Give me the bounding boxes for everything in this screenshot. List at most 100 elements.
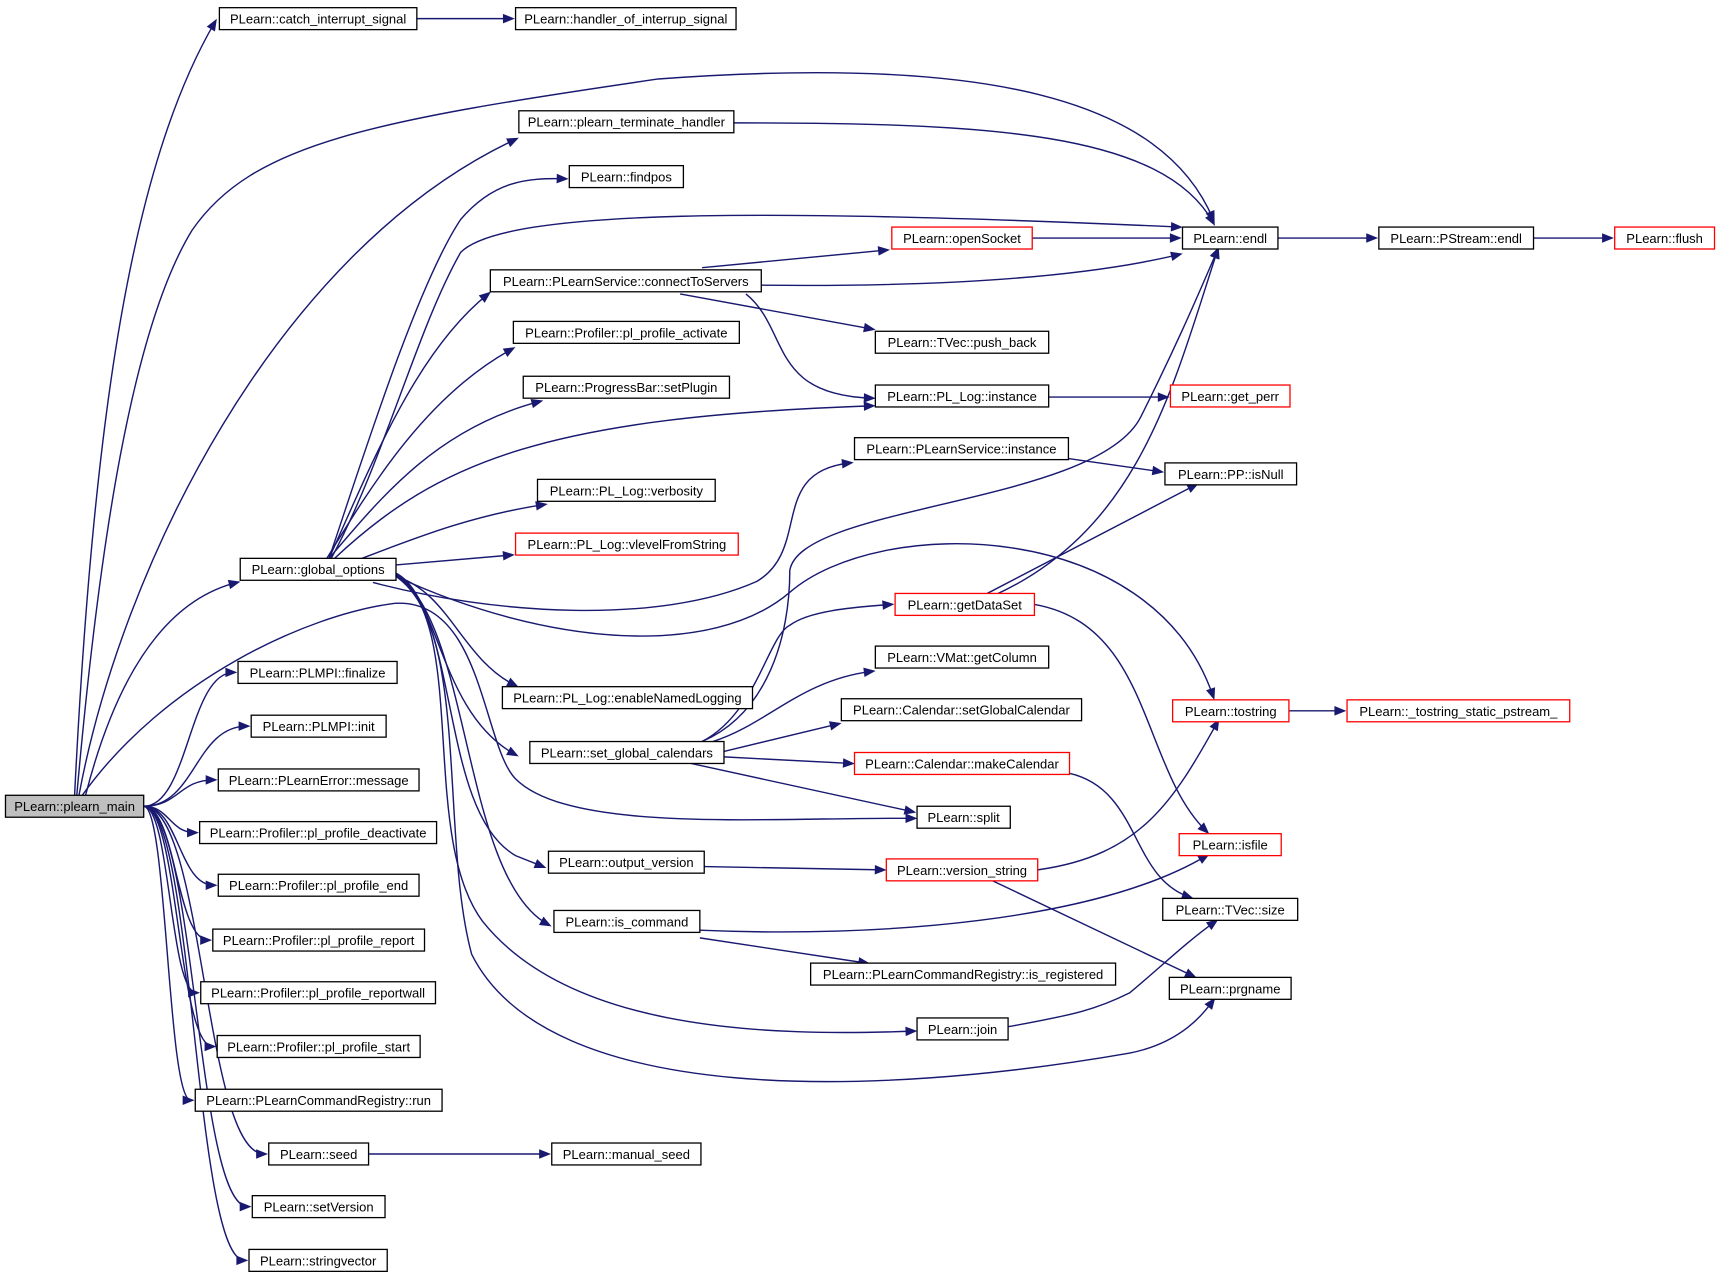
node-opensock[interactable]: PLearn::openSocket (891, 226, 1033, 250)
node-box-handler (514, 7, 737, 31)
node-box-loginst (874, 384, 1050, 408)
node-label-globopt: PLearn::global_options (252, 562, 385, 577)
node-getcolumn[interactable]: PLearn::VMat::getColumn (874, 645, 1050, 669)
node-tostrstat[interactable]: PLearn::_tostring_static_pstream_ (1346, 699, 1571, 723)
edge-setcal-to-setglobcal (723, 723, 839, 753)
node-enablelog[interactable]: PLearn::PL_Log::enableNamedLogging (501, 686, 754, 710)
node-psendl[interactable]: PLearn::PStream::endl (1378, 226, 1535, 250)
edge-verstr-to-prgname (992, 880, 1194, 977)
node-isnull[interactable]: PLearn::PP::isNull (1164, 462, 1298, 486)
node-label-loginst: PLearn::PL_Log::instance (887, 389, 1037, 404)
node-box-connect (489, 269, 762, 293)
node-prgname[interactable]: PLearn::prgname (1168, 976, 1292, 1000)
node-label-profrep: PLearn::Profiler::pl_profile_report (223, 933, 415, 948)
node-label-tostrstat: PLearn::_tostring_static_pstream_ (1359, 704, 1558, 719)
node-globopt[interactable]: PLearn::global_options (239, 557, 397, 581)
node-join[interactable]: PLearn::join (916, 1017, 1009, 1041)
arrowhead-pmain-to-split (905, 813, 918, 824)
node-deact[interactable]: PLearn::Profiler::pl_profile_deactivate (198, 820, 438, 845)
node-profrep[interactable]: PLearn::Profiler::pl_profile_report (212, 928, 426, 952)
node-profact[interactable]: PLearn::Profiler::pl_profile_activate (512, 320, 740, 344)
node-verstr[interactable]: PLearn::version_string (885, 858, 1039, 882)
node-label-prgname: PLearn::prgname (1180, 981, 1280, 996)
node-pushback[interactable]: PLearn::TVec::push_back (874, 330, 1050, 354)
node-box-profact (512, 320, 740, 344)
node-finalize[interactable]: PLearn::PLMPI::finalize (237, 660, 398, 685)
node-split[interactable]: PLearn::split (916, 805, 1011, 829)
node-getperr[interactable]: PLearn::get_perr (1169, 384, 1291, 408)
node-outver[interactable]: PLearn::output_version (547, 850, 705, 874)
node-box-flush (1614, 226, 1716, 250)
node-box-setcal (529, 740, 725, 765)
node-isreg[interactable]: PLearn::PLearnCommandRegistry::is_regist… (809, 962, 1117, 986)
node-setplugin[interactable]: PLearn::ProgressBar::setPlugin (522, 375, 731, 399)
node-loginst[interactable]: PLearn::PL_Log::instance (874, 384, 1050, 408)
node-catch[interactable]: PLearn::catch_interrupt_signal (218, 7, 418, 31)
node-seed[interactable]: PLearn::seed (268, 1142, 370, 1166)
node-isfile[interactable]: PLearn::isfile (1178, 833, 1282, 857)
node-profrepw[interactable]: PLearn::Profiler::pl_profile_reportwall (200, 981, 437, 1005)
node-term[interactable]: PLearn::plearn_terminate_handler (518, 110, 735, 134)
edge-getdataset-to-isfile (1034, 603, 1208, 832)
edge-layer (73, 13, 1614, 1266)
node-tostring[interactable]: PLearn::tostring (1171, 699, 1290, 723)
edge-pmain-to-catch (73, 21, 216, 796)
node-init[interactable]: PLearn::PLMPI::init (250, 714, 387, 738)
node-connect[interactable]: PLearn::PLearnService::connectToServers (489, 269, 762, 293)
node-box-opensock (891, 226, 1033, 250)
node-setglobcal[interactable]: PLearn::Calendar::setGlobalCalendar (840, 698, 1083, 722)
node-label-tostring: PLearn::tostring (1185, 704, 1277, 719)
node-servinst[interactable]: PLearn::PLearnService::instance (853, 437, 1070, 461)
node-message[interactable]: PLearn::PLearnError::message (217, 768, 420, 792)
node-profstart[interactable]: PLearn::Profiler::pl_profile_start (216, 1034, 421, 1059)
node-box-tostrstat (1346, 699, 1571, 723)
node-findpos[interactable]: PLearn::findpos (568, 164, 685, 189)
node-tvsize[interactable]: PLearn::TVec::size (1162, 897, 1299, 921)
arrowhead-opensock-to-endl (1169, 233, 1182, 243)
edge-verstr-to-tostring (1037, 721, 1219, 871)
edge-connect-to-pushback (679, 293, 873, 330)
edge-pmain-to-profend (143, 805, 214, 886)
arrowhead-pmain-to-finalize (225, 667, 238, 678)
node-box-init (250, 714, 387, 738)
node-label-regrun: PLearn::PLearnCommandRegistry::run (206, 1093, 431, 1108)
arrowhead-globopt-to-join (905, 1026, 918, 1037)
node-label-getperr: PLearn::get_perr (1181, 389, 1279, 404)
node-box-getcolumn (874, 645, 1050, 669)
arrowhead-pmain-to-deact (187, 827, 199, 838)
node-vlevel[interactable]: PLearn::PL_Log::vlevelFromString (514, 532, 739, 556)
node-iscmd[interactable]: PLearn::is_command (553, 909, 701, 934)
arrowhead-setcal-to-split (903, 805, 917, 815)
node-regrun[interactable]: PLearn::PLearnCommandRegistry::run (194, 1088, 443, 1112)
node-flush[interactable]: PLearn::flush (1614, 226, 1716, 250)
arrowhead-pmain-to-term (506, 137, 519, 148)
node-setver[interactable]: PLearn::setVersion (251, 1195, 386, 1219)
node-handler[interactable]: PLearn::handler_of_interrup_signal (514, 7, 737, 31)
node-makecal[interactable]: PLearn::Calendar::makeCalendar (853, 751, 1071, 776)
node-profend[interactable]: PLearn::Profiler::pl_profile_end (217, 873, 420, 897)
node-setcal[interactable]: PLearn::set_global_calendars (529, 740, 725, 765)
node-strvec[interactable]: PLearn::stringvector (248, 1248, 388, 1273)
edge-globopt-to-verbosity (361, 503, 545, 560)
arrowhead-setcal-to-getcolumn (863, 667, 876, 678)
node-box-mseed (551, 1142, 702, 1166)
node-label-servinst: PLearn::PLearnService::instance (866, 442, 1056, 457)
node-endl[interactable]: PLearn::endl (1181, 226, 1279, 250)
node-box-enablelog (501, 686, 754, 710)
arrowhead-connect-to-pushback (863, 322, 876, 333)
edge-globopt-to-join (391, 571, 914, 1034)
node-verbosity[interactable]: PLearn::PL_Log::verbosity (536, 478, 716, 502)
edge-pmain-to-message (143, 779, 214, 807)
edge-globopt-to-endl (330, 214, 1180, 559)
edge-pmain-to-seed (143, 805, 265, 1155)
edge-globopt-to-setcal (394, 571, 516, 756)
node-pmain[interactable]: PLearn::plearn_main (4, 794, 145, 818)
edge-pmain-to-profstart (143, 805, 213, 1048)
node-getdataset[interactable]: PLearn::getDataSet (894, 592, 1036, 617)
node-label-message: PLearn::PLearnError::message (229, 773, 409, 788)
edge-iscmd-to-isreg (699, 937, 867, 964)
arrowhead-pmain-to-init (238, 721, 251, 731)
arrowhead-join-to-tvsize (1205, 919, 1219, 931)
node-mseed[interactable]: PLearn::manual_seed (551, 1142, 702, 1166)
